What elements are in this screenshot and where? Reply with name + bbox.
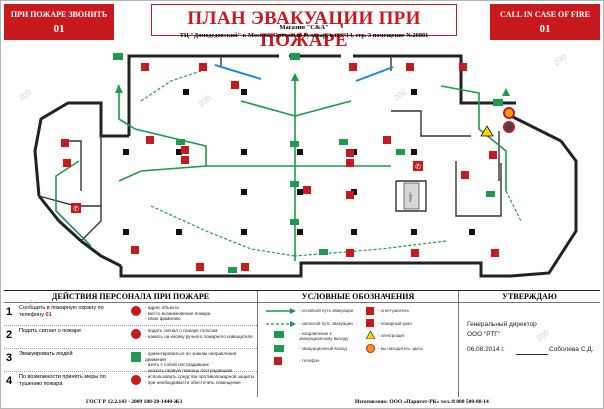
action-row-2: 2 Подать сигнал о пожаре - подать сигнал… xyxy=(4,326,257,349)
fire-phone-ru-label: ПРИ ПОЖАРЕ ЗВОНИТЬ xyxy=(10,10,108,19)
action-title: Подать сигнал о пожаре xyxy=(19,328,82,334)
legend-item: - направление к эвакуационному выходу xyxy=(299,331,349,341)
action-row-3: 3 Эвакуировать людей - ориентироваться п… xyxy=(4,349,257,373)
action-number: 4 xyxy=(6,375,13,387)
action-description: - подать сигнал о пожаре голосом - нажат… xyxy=(145,328,253,339)
extinguisher-icon xyxy=(366,307,374,315)
action-number: 2 xyxy=(6,329,13,341)
fire-phone-en-box: CALL IN CASE OF FIRE 01 xyxy=(490,4,600,40)
action-number: 3 xyxy=(6,352,13,364)
phone-icon xyxy=(131,306,141,316)
alarm-button-icon xyxy=(131,329,141,339)
store-name: Магазин "C&A" xyxy=(279,24,329,31)
director-position: Генеральный директор xyxy=(467,321,537,328)
title-box: ПЛАН ЭВАКУАЦИИ ПРИ ПОЖАРЕ xyxy=(151,4,457,51)
gost-reference: ГОСТ Р 12.2.143 - 2009 180-20-1440-Ж3 xyxy=(86,399,183,405)
action-description: - ориентироваться по знакам направления … xyxy=(145,351,237,373)
fire-equipment-signs xyxy=(61,63,499,271)
manufacturer: Изготовлено: ООО «Паритет-РК» тел.:8 800… xyxy=(355,399,489,405)
svg-text:200: 200 xyxy=(17,87,34,102)
phone-signs: ✆ ✆ xyxy=(71,161,423,213)
extinguisher-icon xyxy=(131,375,141,385)
svg-text:200: 200 xyxy=(197,93,214,108)
action-description: - адрес объекта - место возникновения по… xyxy=(145,305,211,322)
svg-text:✆: ✆ xyxy=(73,205,79,213)
elevator-label: Лифт xyxy=(408,192,413,202)
you-are-here-icon xyxy=(366,344,375,353)
approval-heading: УТВЕРЖДАЮ xyxy=(459,292,600,303)
signature-name: Соболева С.Д. xyxy=(549,346,594,353)
phone-icon xyxy=(274,357,282,365)
legend-item: - пожарный кран xyxy=(378,321,412,326)
floor-plan: Лифт xyxy=(17,52,578,278)
action-description: - использовать средства противопожарной … xyxy=(145,374,255,385)
fire-phone-en-number: 01 xyxy=(539,23,551,35)
fire-phone-ru-box: ПРИ ПОЖАРЕ ЗВОНИТЬ 01 xyxy=(4,4,114,40)
columns xyxy=(123,89,475,235)
action-title: Сообщить в пожарную охрану по телефону 0… xyxy=(19,305,104,318)
legend-heading: УСЛОВНЫЕ ОБОЗНАЧЕНИЯ xyxy=(258,292,458,303)
divider xyxy=(458,291,459,397)
legend-item: - телефон xyxy=(299,358,320,363)
approval-date: 06.08.2014 г. xyxy=(467,346,505,353)
page-title: ПЛАН ЭВАКУАЦИИ ПРИ ПОЖАРЕ xyxy=(187,8,421,51)
action-title: По возможности принять меры по тушению п… xyxy=(19,374,106,387)
action-title: Эвакуировать людей xyxy=(19,351,73,357)
exit-icon xyxy=(274,345,284,352)
hydrant-icon xyxy=(366,319,374,327)
glass-partitions xyxy=(214,64,394,82)
exit-signs xyxy=(113,53,503,273)
fire-phone-en-label: CALL IN CASE OF FIRE xyxy=(500,10,590,19)
electric-icon xyxy=(366,331,375,339)
main-evacuation-route xyxy=(55,73,510,261)
action-row-1: 1 Сообщить в пожарную охрану по телефону… xyxy=(4,303,257,326)
reserve-evacuation-route xyxy=(140,70,522,257)
signature-line xyxy=(516,354,548,355)
inner-walls xyxy=(38,56,502,242)
info-table: ДЕЙСТВИЯ ПЕРСОНАЛА ПРИ ПОЖАРЕ УСЛОВНЫЕ О… xyxy=(4,290,600,397)
legend-item: - основной путь эвакуации xyxy=(299,308,354,313)
solid-arrow-icon xyxy=(266,308,296,314)
exit-direction-icon xyxy=(274,331,284,338)
legend-item: - вы находитесь здесь xyxy=(378,346,424,351)
legend-item: - электрощит xyxy=(378,333,405,338)
action-number: 1 xyxy=(6,306,13,318)
company-name: ООО "РТГ" xyxy=(467,331,501,338)
fire-phone-ru-number: 01 xyxy=(53,23,65,35)
svg-text:200: 200 xyxy=(552,52,569,67)
address: ТЦ "Домодедовский" г. Москва, Ореховый б… xyxy=(179,32,429,39)
actions-heading: ДЕЙСТВИЯ ПЕРСОНАЛА ПРИ ПОЖАРЕ xyxy=(4,292,257,303)
action-row-4: 4 По возможности принять меры по тушению… xyxy=(4,372,257,394)
legend-item: - эвакуационный выход xyxy=(299,346,347,351)
svg-text:✆: ✆ xyxy=(415,163,421,171)
elevator: Лифт xyxy=(403,182,420,210)
dashed-arrow-icon xyxy=(266,321,296,327)
svg-text:200: 200 xyxy=(392,87,409,102)
evacuation-icon xyxy=(131,352,141,362)
legend-item: - огнетушитель xyxy=(378,308,409,313)
special-markers xyxy=(480,107,515,137)
divider xyxy=(257,291,258,397)
legend-item: - запасной путь эвакуации xyxy=(299,321,353,326)
